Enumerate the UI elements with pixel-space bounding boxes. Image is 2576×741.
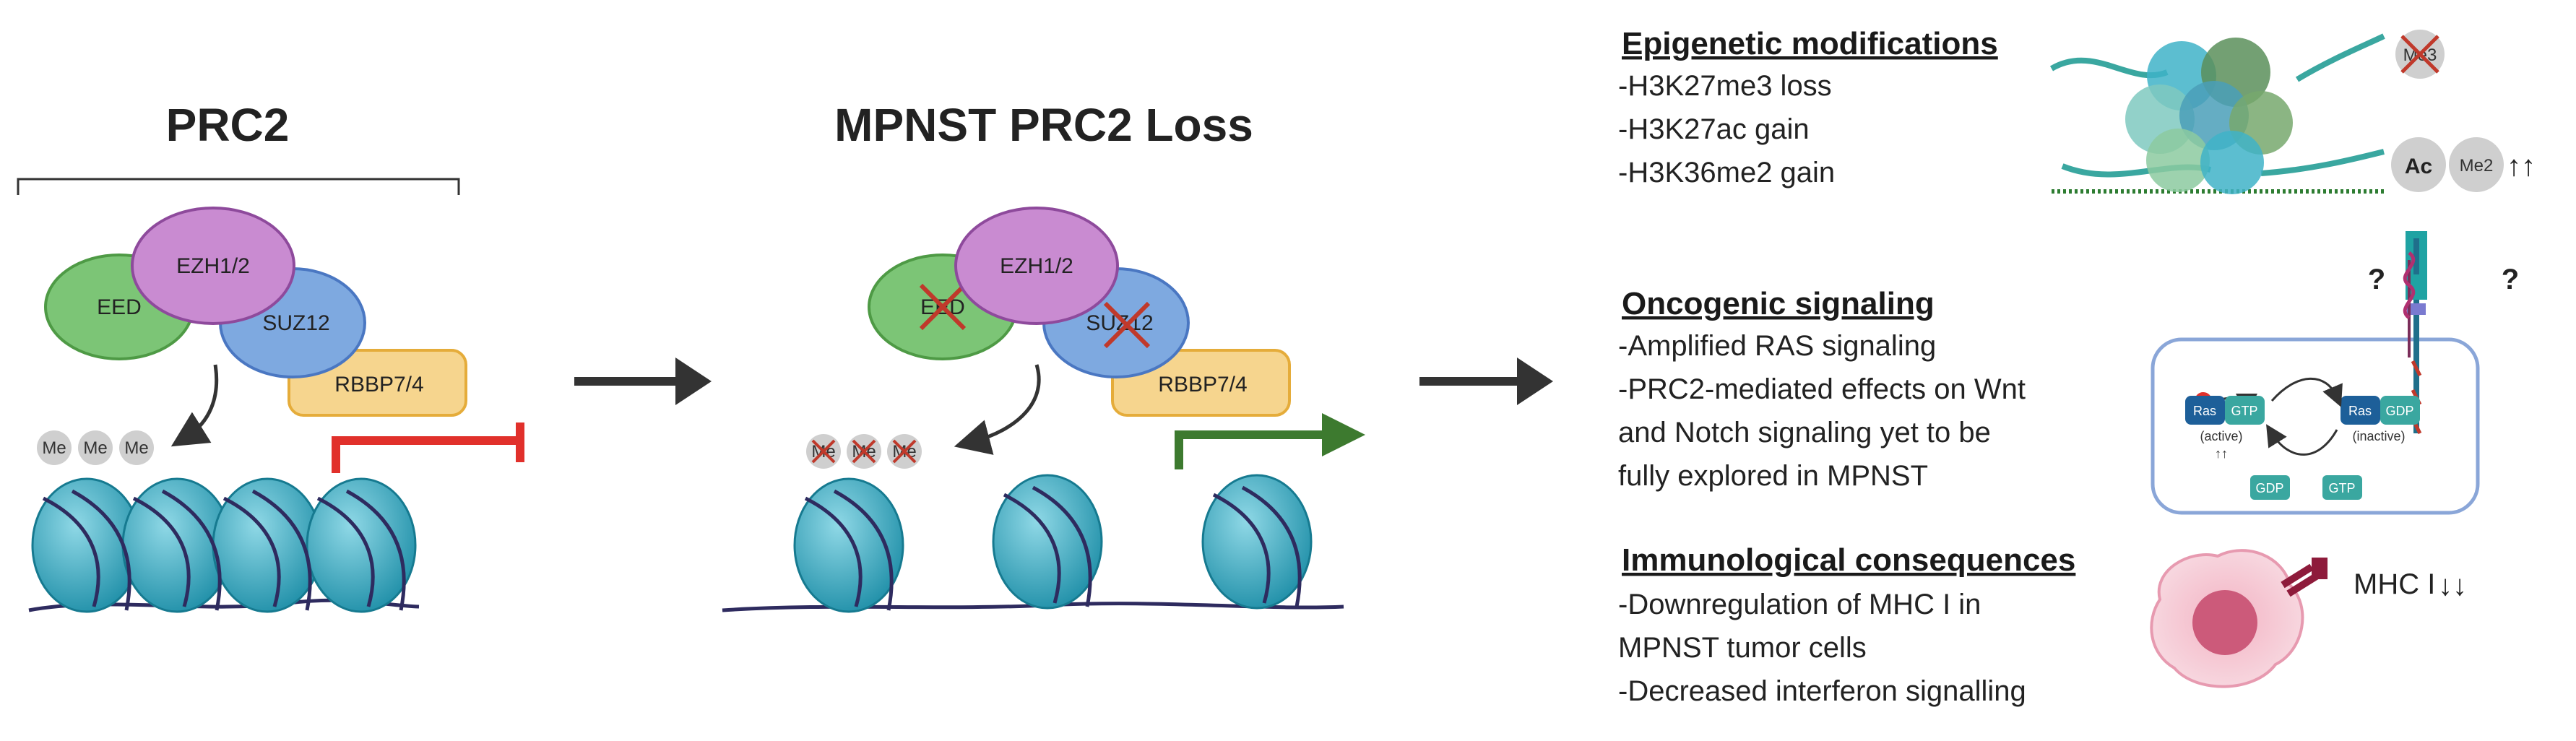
methyl-group-row-lost: Me Me Me	[806, 434, 922, 469]
cross-icon	[2400, 35, 2439, 74]
histone-ball	[2146, 129, 2210, 192]
ras-active	[2185, 396, 2225, 425]
rbbp-label-2: RBBP7/4	[1158, 373, 1247, 396]
ezh-label: EZH1/2	[176, 254, 250, 278]
question-mark-icon: ?	[2368, 264, 2385, 295]
activation-arrowhead	[1322, 413, 1365, 456]
panel-prc2: PRC2 EED RBBP7/4 SUZ12 EZH1/2 Me Me Me	[17, 99, 524, 613]
complex-bracket	[17, 178, 460, 195]
epigenetic-line: -H3K27me3 loss	[1618, 70, 1832, 102]
panel-prc2-loss: MPNST PRC2 Loss EED RBBP7/4 SUZ12 EZH1/2…	[722, 99, 1365, 613]
gdp-inactive	[2380, 396, 2420, 425]
immunological-line: -Downregulation of MHC I in	[1618, 589, 1981, 620]
suz12-label: SUZ12	[262, 311, 329, 335]
svg-text:Ras: Ras	[2193, 404, 2216, 418]
svg-text:GTP: GTP	[2328, 481, 2355, 495]
rbbp-label: RBBP7/4	[334, 373, 423, 396]
oncogenic-line: -PRC2-mediated effects on Wnt	[1618, 373, 2026, 405]
transition-arrowhead-1	[675, 358, 712, 405]
methyl-badge	[119, 430, 154, 465]
nucleosome	[992, 474, 1103, 610]
svg-text:GTP: GTP	[2231, 404, 2257, 418]
me2-badge	[2449, 137, 2504, 192]
dna-wrap	[42, 489, 406, 611]
methylation-arrow	[170, 364, 219, 447]
methyl-badge	[78, 430, 113, 465]
panel-title-prc2: PRC2	[166, 99, 290, 151]
nucleosome	[793, 477, 904, 613]
eed-cross-icon	[919, 283, 967, 331]
active-label: (active)	[2200, 429, 2242, 443]
svg-text:Me2: Me2	[2460, 156, 2494, 176]
epigenetic-line: -H3K36me2 gain	[1618, 157, 1835, 188]
section-immunological: Immunological consequences -Downregulati…	[1618, 542, 2467, 707]
dna-ends	[2049, 33, 2385, 178]
cross-icon	[811, 439, 836, 464]
tumor-nucleus	[2192, 590, 2257, 655]
oncogenic-line: and Notch signaling yet to be	[1618, 417, 1991, 448]
oncogenic-line: fully explored in MPNST	[1618, 460, 1928, 492]
up-arrows-icon: ↑↑	[2507, 150, 2536, 182]
gtp-active	[2225, 396, 2265, 425]
svg-text:Me: Me	[83, 438, 107, 458]
tumor-cell-icon	[2150, 549, 2328, 688]
heading-immunological: Immunological consequences	[1622, 542, 2075, 578]
ezh-label-2: EZH1/2	[1000, 254, 1073, 278]
cycle-arrow-bottom	[2266, 424, 2338, 456]
ezh-subunit-2	[954, 207, 1119, 325]
eed-label: EED	[97, 295, 142, 319]
methylation-arrow-2	[954, 364, 1041, 455]
svg-text:GDP: GDP	[2385, 404, 2413, 418]
up-arrows-icon: ↑↑	[2215, 446, 2228, 461]
cross-icon	[852, 439, 876, 464]
ezh-subunit	[131, 207, 295, 325]
gdp-free	[2250, 475, 2290, 500]
mhc-label: MHC I	[2354, 568, 2435, 600]
question-mark-icon: ?	[2502, 264, 2519, 295]
suz12-cross-icon	[1103, 301, 1151, 349]
activation-line	[1175, 430, 1329, 469]
repression-bar	[332, 436, 520, 473]
panel-title-prc2-loss: MPNST PRC2 Loss	[834, 99, 1253, 151]
epigenetic-line: -H3K27ac gain	[1618, 113, 1810, 145]
down-arrows-icon: ↓↓	[2438, 570, 2467, 602]
ras-inactive	[2341, 396, 2380, 425]
svg-text:Ac: Ac	[2405, 155, 2432, 178]
dna-wrap	[804, 485, 1302, 611]
receptor-tm	[2407, 303, 2426, 315]
svg-text:Me: Me	[42, 438, 66, 458]
heading-epigenetic: Epigenetic modifications	[1622, 26, 1998, 61]
nucleosome	[306, 477, 417, 613]
section-epigenetic: Epigenetic modifications -H3K27me3 loss …	[1618, 26, 2536, 194]
cycle-arrow-top	[2270, 377, 2343, 407]
nucleosome-3d-icon	[2049, 33, 2385, 194]
wnt-ligand	[2403, 251, 2416, 319]
nucleosome	[1201, 474, 1313, 610]
immunological-line: -Decreased interferon signalling	[1618, 675, 2026, 707]
immunological-line: MPNST tumor cells	[1618, 632, 1867, 664]
mhc-head	[2312, 558, 2328, 579]
cell-membrane	[2151, 337, 2480, 515]
ras-cell-schematic: P Ras GTP (active) ↑↑ Ras GDP (inactive)…	[2151, 231, 2480, 515]
methyl-badge	[37, 430, 72, 465]
histone-ball	[2200, 131, 2264, 194]
section-oncogenic: Oncogenic signaling -Amplified RAS signa…	[1618, 231, 2519, 515]
gtp-free	[2322, 475, 2362, 500]
svg-text:GDP: GDP	[2255, 481, 2283, 495]
cross-icon	[892, 439, 917, 464]
svg-text:Ras: Ras	[2348, 404, 2372, 418]
inactive-label: (inactive)	[2352, 429, 2405, 443]
methyl-group-row: Me Me Me	[37, 430, 154, 465]
heading-oncogenic: Oncogenic signaling	[1622, 286, 1935, 321]
transition-arrowhead-2	[1517, 358, 1553, 405]
svg-text:Me: Me	[124, 438, 148, 458]
nucleosome-array	[31, 477, 417, 613]
ac-badge	[2391, 137, 2446, 192]
oncogenic-line: -Amplified RAS signaling	[1618, 330, 1936, 362]
